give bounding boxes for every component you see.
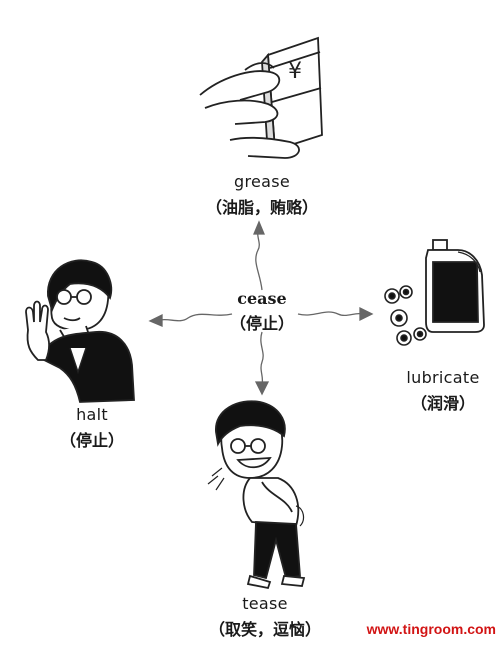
word-center: cease （停止） [212,289,312,334]
word-right: lubricate （润滑） [398,368,488,414]
word-top: grease （油脂，贿赂） [202,172,322,218]
oil-bottle-illustration [425,239,485,333]
word-bottom: tease （取笑，逗恼） [205,594,325,640]
word-left-english: halt [76,405,108,424]
svg-text:¥: ¥ [288,59,302,84]
word-center-english: cease [237,289,287,308]
word-right-english: lubricate [406,368,480,387]
tease-man-illustration [207,400,306,590]
word-bottom-english: tease [242,594,288,613]
word-top-chinese: （油脂，贿赂） [205,198,318,217]
word-right-chinese: （润滑） [410,394,475,413]
watermark: www.tingroom.com [366,621,496,637]
word-bottom-chinese: （取笑，逗恼） [208,620,321,639]
arrow-right [297,306,374,322]
halt-man-illustration [25,259,135,403]
word-top-english: grease [233,172,290,191]
word-left: halt （停止） [52,405,132,451]
arrow-left [148,313,233,327]
money-bundle-illustration: ¥ [198,36,323,160]
bolts-illustration [384,285,427,346]
arrow-down [254,331,270,396]
word-left-chinese: （停止） [59,431,124,450]
word-center-chinese: （停止） [229,314,294,333]
arrow-up [253,220,265,291]
